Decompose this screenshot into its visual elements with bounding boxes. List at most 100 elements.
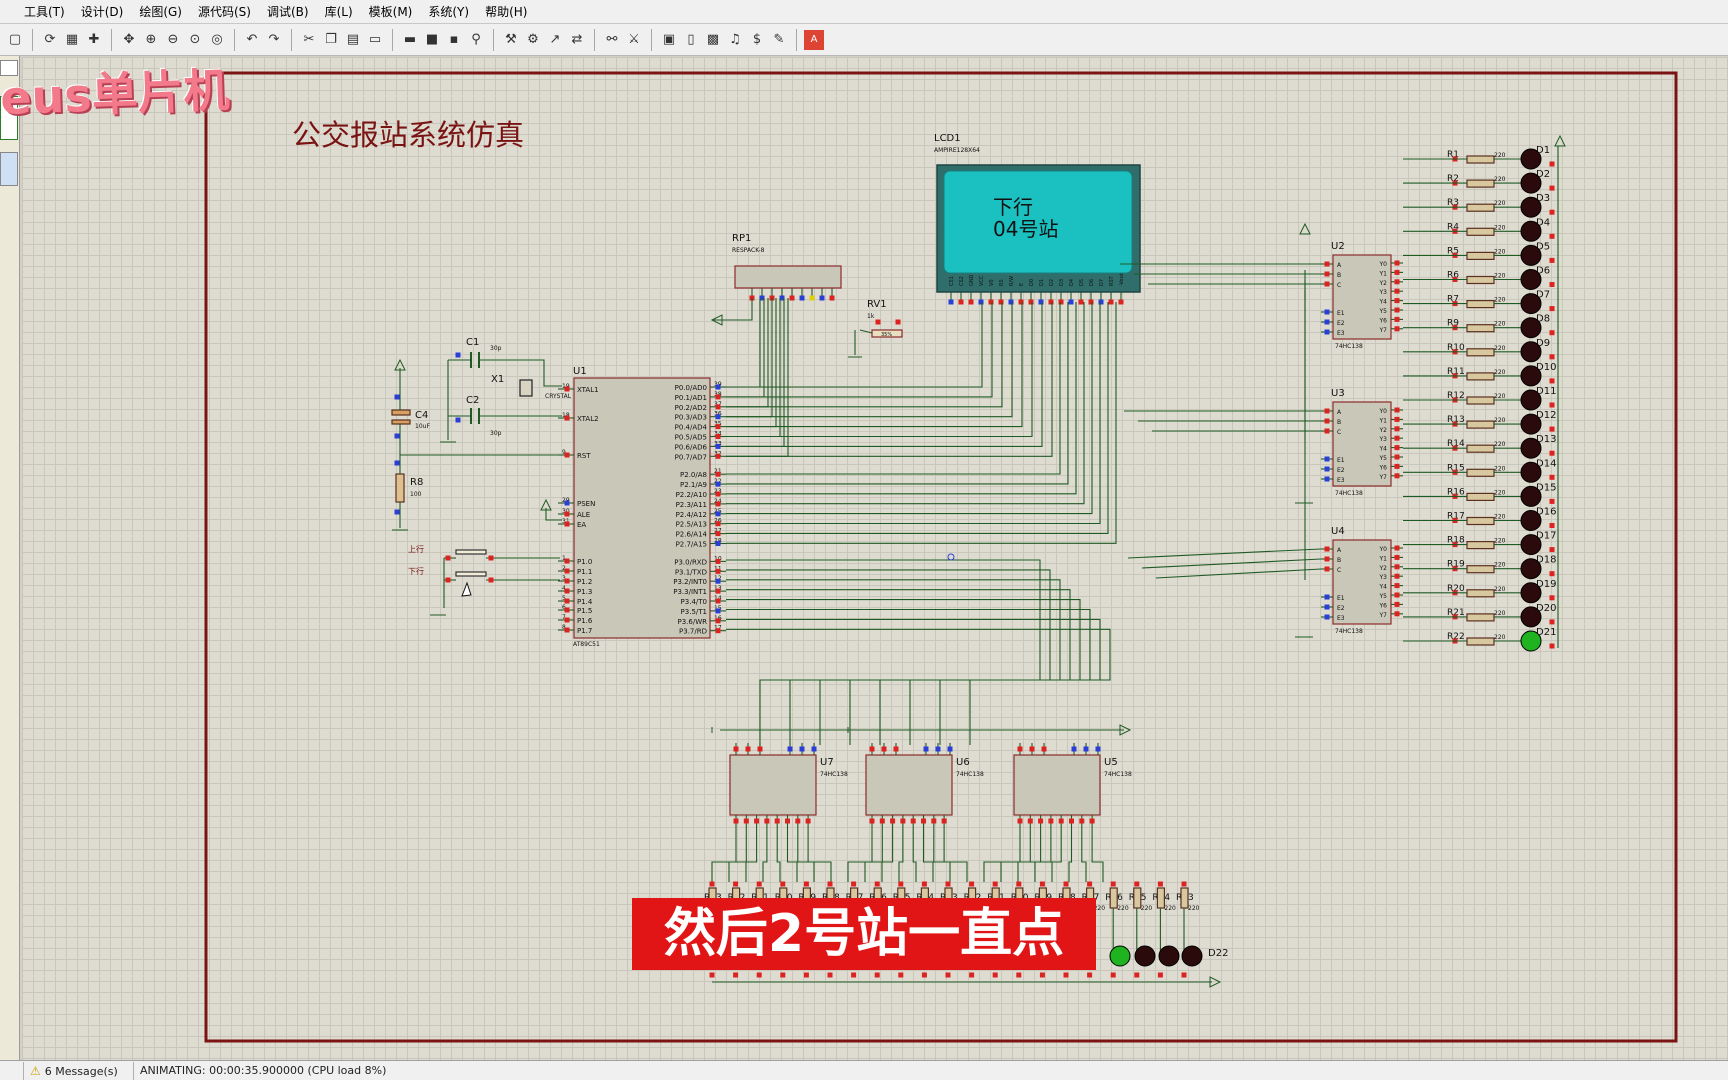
menu-item-0[interactable]: 工具(T): [24, 4, 65, 19]
led-pin-state: [969, 972, 975, 978]
mcu-pin-name-26: P2.5/A13: [676, 521, 707, 529]
menu-item-4[interactable]: 调试(B): [266, 4, 309, 19]
p0-lcd-wire: [726, 302, 983, 388]
decoder-part-U4: 74HC138: [1335, 628, 1363, 635]
led-pin-state: [921, 972, 927, 978]
block-move-icon[interactable]: ▬: [403, 32, 417, 47]
led-D1: [1520, 148, 1542, 170]
p0-wire: [726, 298, 789, 457]
make-device-icon[interactable]: ⚒: [505, 32, 517, 47]
new-sheet-icon[interactable]: ▣: [662, 32, 676, 47]
resistor-pin-state: [1181, 881, 1187, 887]
mcu-pin-num-8: 8: [562, 624, 566, 631]
decoder-pin-state: [1394, 307, 1400, 313]
p0-wire: [726, 298, 773, 418]
mcu-pin-name-1: P1.0: [577, 558, 592, 566]
mcu-pin-name-8: P1.7: [577, 627, 592, 635]
block-delete-icon[interactable]: ▪: [449, 32, 459, 47]
menu-item-6[interactable]: 模板(M): [368, 4, 413, 19]
mode-selector-top[interactable]: [0, 60, 18, 76]
decoder-pin-state: [869, 746, 875, 752]
mcu-pin-name-37: P0.2/AD2: [675, 404, 707, 412]
decoder-pin-state: [1324, 546, 1330, 552]
lcd-pin-label: -Vout: [1119, 273, 1125, 286]
decoder-drive-wire: [776, 827, 781, 882]
p3-wire: [726, 559, 1041, 745]
pick-icon[interactable]: ⚲: [471, 32, 481, 47]
decoder-pin-state: [1324, 614, 1330, 620]
zoom-out-icon[interactable]: ⊖: [167, 32, 179, 47]
block-rotate-icon[interactable]: ■: [425, 32, 439, 47]
decoder-ref-U7: U7: [820, 757, 834, 768]
resistor-pin-state: [709, 881, 715, 887]
new-icon[interactable]: ▢: [8, 32, 22, 47]
lcd-pin-label: RST: [1109, 275, 1115, 286]
messages-cell[interactable]: ⚠6 Message(s): [24, 1061, 134, 1080]
menu-item-5[interactable]: 库(L): [324, 4, 353, 19]
undo-icon[interactable]: ↶: [246, 32, 258, 47]
decoder-part-U2: 74HC138: [1335, 343, 1363, 350]
toolbar-separator: [32, 28, 33, 51]
packaging-icon[interactable]: ⚙: [527, 32, 539, 47]
search-icon[interactable]: ⚯: [606, 32, 618, 47]
decompose-icon[interactable]: ↗: [549, 32, 561, 47]
refresh-icon[interactable]: ⟳: [44, 32, 56, 47]
cut-icon[interactable]: ✂: [303, 32, 315, 47]
block-copy-icon[interactable]: ▭: [368, 32, 382, 47]
menu-item-3[interactable]: 源代码(S): [197, 4, 251, 19]
wire-autoroute-icon[interactable]: ⇄: [571, 32, 583, 47]
zoom-area-icon[interactable]: ◎: [211, 32, 223, 47]
bill-icon[interactable]: $: [752, 32, 762, 47]
device-selector[interactable]: [0, 152, 18, 186]
redo-icon[interactable]: ↷: [268, 32, 280, 47]
pan-icon[interactable]: ✥: [123, 32, 135, 47]
zoom-child-icon[interactable]: ♫: [729, 32, 741, 47]
zoom-all-icon[interactable]: ⊙: [189, 32, 201, 47]
decoder-out-Y4: Y4: [1379, 584, 1388, 591]
grid-icon[interactable]: ▦: [65, 32, 79, 47]
led-ref-D15: D15: [1536, 482, 1556, 493]
lcd-pin-state: [958, 299, 964, 305]
resistor-ref-R22: R22: [1447, 632, 1465, 642]
menu-item-8[interactable]: 帮助(H): [485, 4, 528, 19]
led-ref-D16: D16: [1536, 507, 1556, 518]
mcu-pin-name-7: P1.6: [577, 617, 593, 625]
copy-icon[interactable]: ❐: [325, 32, 337, 47]
decoder-ref-U2: U2: [1331, 241, 1345, 252]
resistor-value: 220: [1494, 610, 1506, 617]
led-pin-state: [1016, 972, 1022, 978]
netlist-icon[interactable]: ✎: [773, 32, 785, 47]
decoder-out-Y1: Y1: [1379, 270, 1388, 277]
menu-item-2[interactable]: 绘图(G): [139, 4, 182, 19]
overview-window[interactable]: [0, 96, 18, 140]
decoder-out-Y2: Y2: [1379, 427, 1388, 434]
decoder-pin-state: [881, 746, 887, 752]
remove-sheet-icon[interactable]: ▯: [687, 32, 695, 47]
decoder-addr-wire: [1127, 548, 1322, 559]
goto-sheet-icon[interactable]: ▩: [706, 32, 720, 47]
resistor-value: 220: [1494, 514, 1506, 521]
menu-item-7[interactable]: 系统(Y): [428, 4, 470, 19]
resistor-value: 220: [1494, 562, 1506, 569]
menu-item-1[interactable]: 设计(D): [80, 4, 124, 19]
lcd-pin-state: [978, 299, 984, 305]
status-stop-box[interactable]: [0, 1061, 24, 1080]
property-tool-icon[interactable]: ⚔: [628, 32, 640, 47]
mcu-pin-name-31: EA: [577, 521, 586, 529]
decoder-pin-state: [805, 818, 811, 824]
led-ref-D10: D10: [1536, 362, 1556, 373]
led-pin-state: [709, 972, 715, 978]
paste-icon[interactable]: ▤: [346, 32, 360, 47]
decoder-pin-state: [774, 818, 780, 824]
ares-icon[interactable]: A: [804, 29, 824, 50]
mcu-pin-num-4: 4: [562, 585, 566, 592]
decoder-pin-state: [733, 746, 739, 752]
led-pin-state: [1039, 972, 1045, 978]
decoder-pin-state: [1324, 309, 1330, 315]
zoom-in-icon[interactable]: ⊕: [145, 32, 157, 47]
resistor-body-R2: [1466, 179, 1495, 188]
resistor-value: 220: [1164, 905, 1176, 912]
origin-icon[interactable]: ✚: [88, 32, 100, 47]
